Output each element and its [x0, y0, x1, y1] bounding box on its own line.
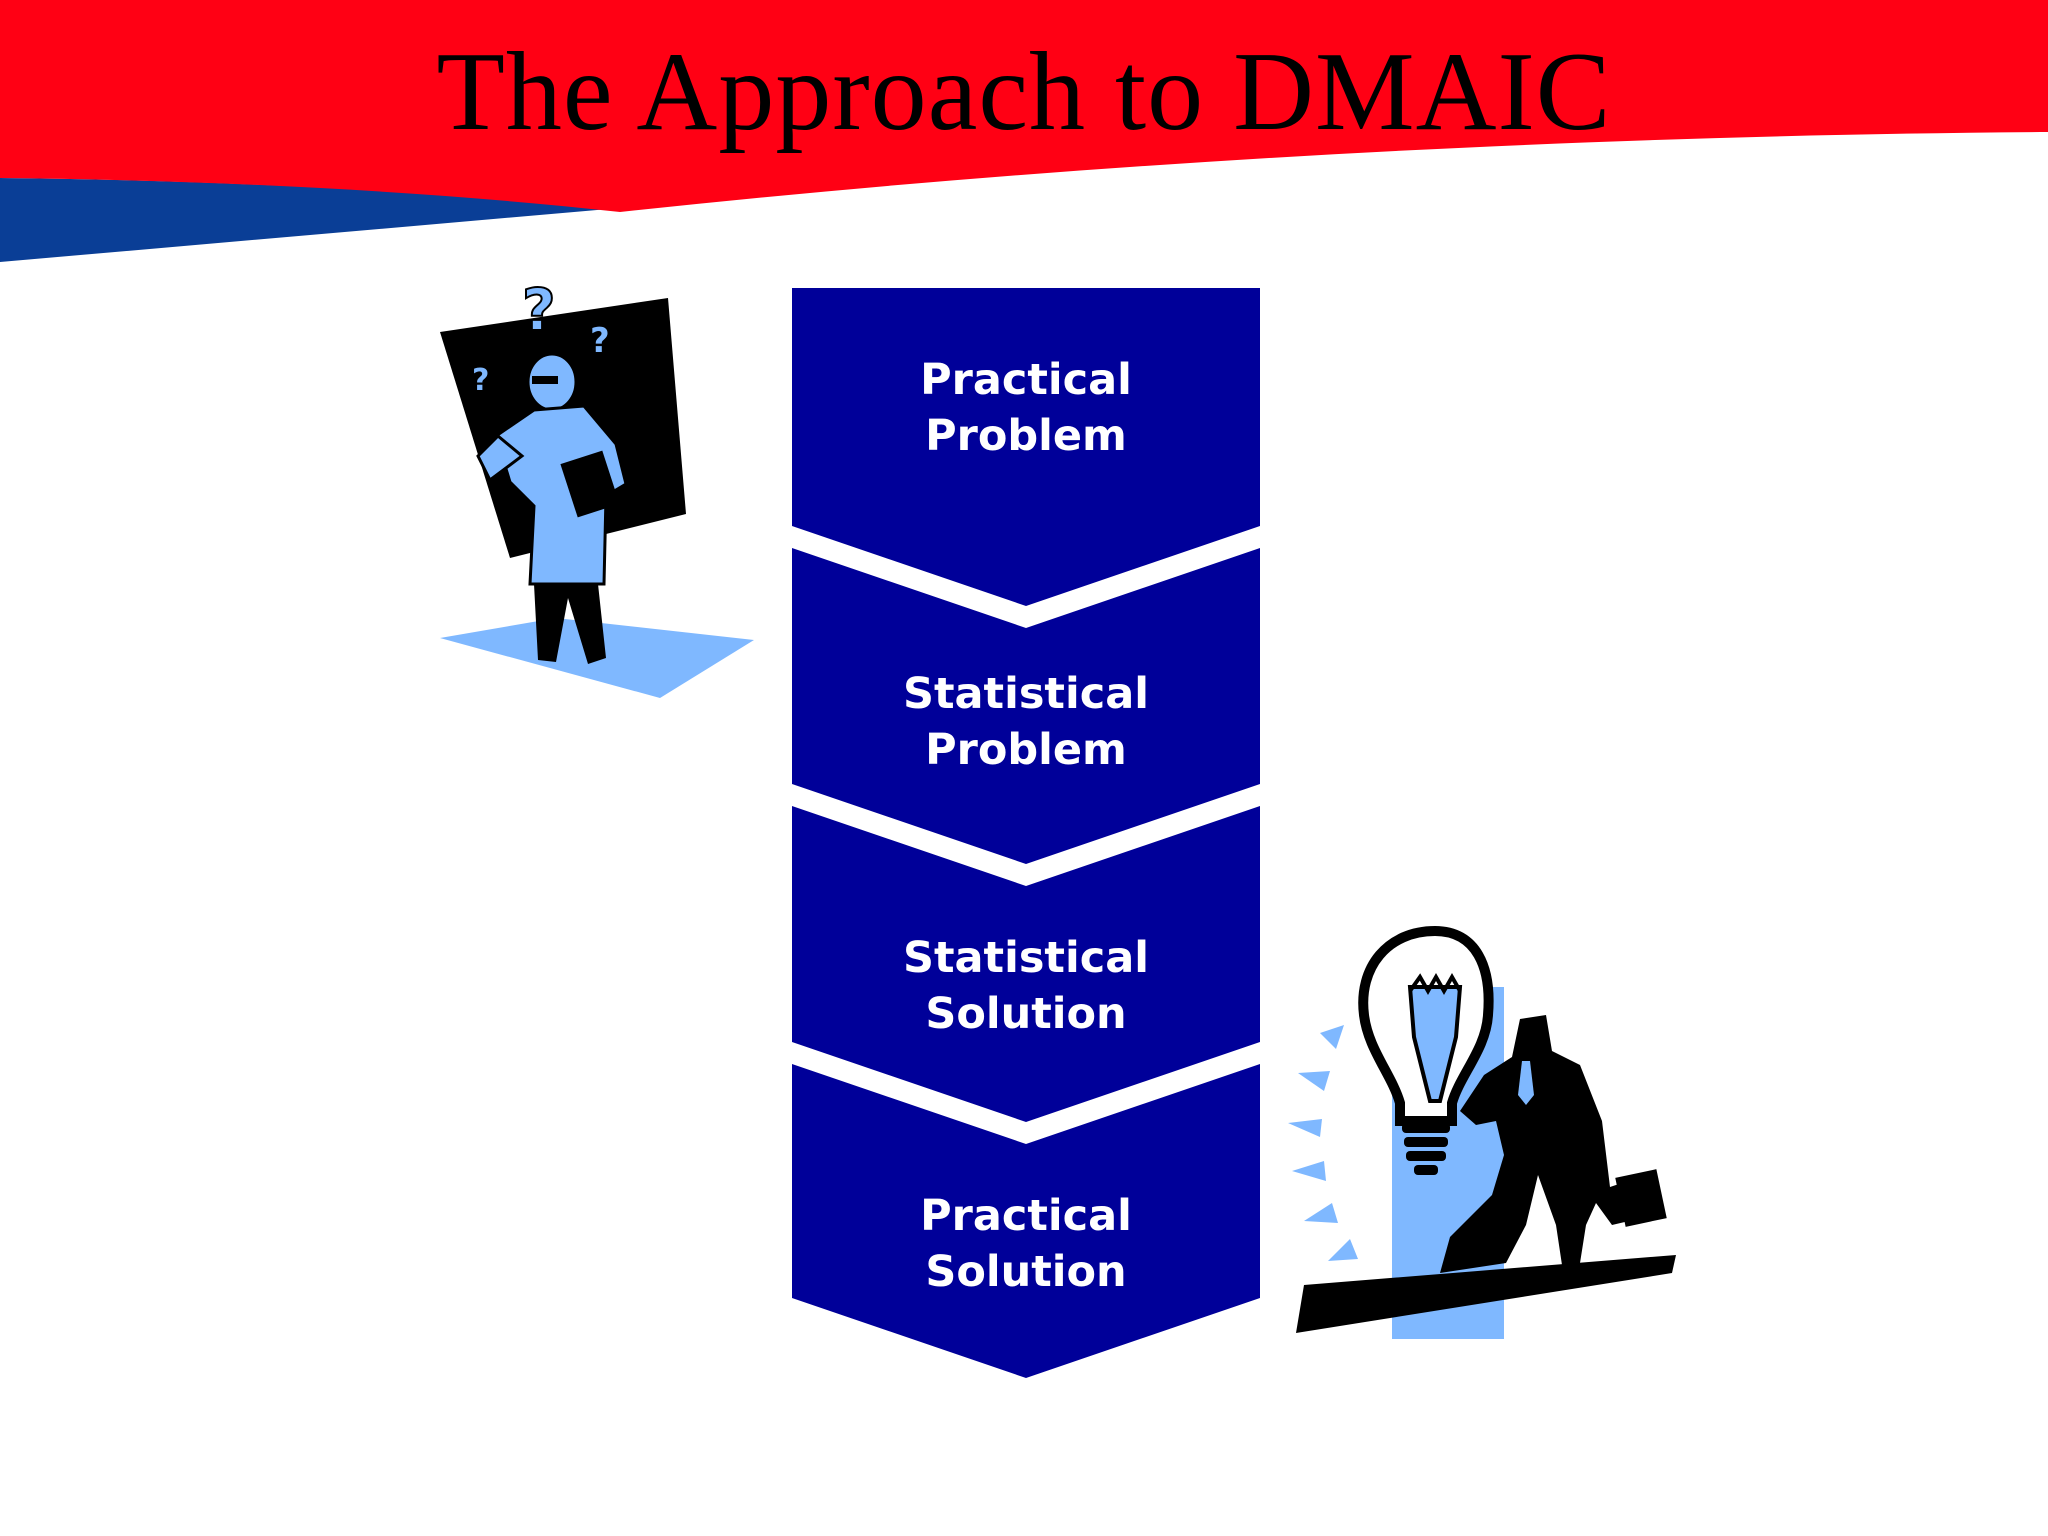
dmaic-chevron-flow: Practical Problem Statistical Problem St…: [792, 288, 1260, 1378]
header-banner: [0, 0, 2048, 262]
bulb-filament-shape: [1408, 972, 1462, 996]
bulb-base-shape: [1402, 1123, 1450, 1175]
ground-slab-shape: [1296, 1255, 1676, 1333]
step-1-line2: Problem: [925, 411, 1127, 461]
step-3-line2: Solution: [925, 989, 1127, 1039]
slide-title: The Approach to DMAIC: [436, 30, 1612, 154]
step-label-4: Practical Solution: [792, 1188, 1260, 1300]
scientist-glasses-shape: [532, 376, 558, 384]
chevron-step-2: [792, 548, 1260, 864]
confused-scientist-icon: ? ? ?: [440, 286, 754, 698]
question-mark-left: ?: [472, 363, 489, 398]
banner-blue-stripe: [0, 178, 620, 262]
chevron-step-3: [792, 806, 1260, 1122]
step-label-1: Practical Problem: [792, 352, 1260, 464]
step-label-3: Statistical Solution: [792, 930, 1260, 1042]
question-mark-large: ?: [522, 286, 556, 344]
scientist-arm-shape: [476, 433, 525, 483]
chevron-step-1: [792, 288, 1260, 606]
lightbulb-idea-icon: [1288, 925, 1676, 1339]
chevron-shapes: [792, 288, 1260, 1378]
man-tie-shape: [1518, 1061, 1534, 1105]
man-body-shape: [1440, 1015, 1646, 1273]
briefcase-shape: [1615, 1169, 1667, 1227]
step-2-line2: Problem: [925, 725, 1127, 775]
clipboard-shape: [560, 450, 620, 518]
light-rays-shape: [1288, 1025, 1358, 1261]
chevron-step-4: [792, 1064, 1260, 1378]
step-2-line1: Statistical: [903, 669, 1149, 719]
question-mark-right: ?: [590, 321, 610, 361]
step-label-2: Statistical Problem: [792, 666, 1260, 778]
step-3-line1: Statistical: [903, 933, 1149, 983]
step-4-line2: Solution: [925, 1247, 1127, 1297]
step-4-line1: Practical: [920, 1191, 1132, 1241]
step-1-line1: Practical: [920, 355, 1132, 405]
banner-red-swoosh: [0, 0, 2048, 212]
scientist-legs-shape: [534, 584, 606, 664]
